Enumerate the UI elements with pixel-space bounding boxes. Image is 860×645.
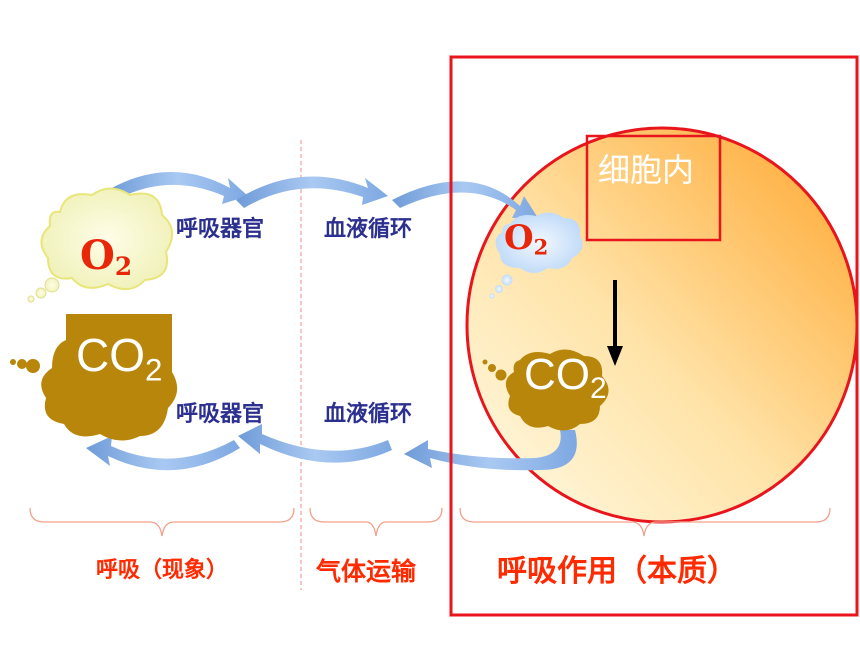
respiration-frame xyxy=(449,55,859,617)
o2-arrow-1 xyxy=(108,171,248,204)
co2-cloud-cell xyxy=(482,349,609,431)
o2-cloud-lungs xyxy=(27,187,173,303)
oxygen-path-arrows xyxy=(108,171,538,218)
o2-label-lungs: O2 xyxy=(80,232,132,281)
o2-main-text: O xyxy=(80,232,115,279)
bracket-breathing xyxy=(29,507,295,537)
lower-organ-label: 呼吸器官 xyxy=(176,402,265,427)
bracket-respiration xyxy=(459,507,831,537)
co2-subscript: 2 xyxy=(590,371,607,405)
down-arrow-icon xyxy=(607,280,623,366)
co2-main-text: CO xyxy=(76,329,145,381)
o2-label-cell: O2 xyxy=(504,218,548,259)
co2-label-lungs: CO2 xyxy=(76,328,162,388)
bracket-transport xyxy=(309,507,443,537)
o2-cloud-cell xyxy=(489,212,583,299)
upper-organ-label: 呼吸器官 xyxy=(176,217,265,242)
cell-interior-label: 细胞内 xyxy=(598,151,695,189)
caption-breathing: 呼吸（现象） xyxy=(96,558,229,583)
co2-arrow-2 xyxy=(238,424,392,463)
co2-main-text: CO xyxy=(524,350,590,399)
o2-arrow-3 xyxy=(392,181,538,218)
lower-blood-label: 血液循环 xyxy=(324,402,413,427)
o2-subscript: 2 xyxy=(533,234,549,260)
o2-arrow-2 xyxy=(236,176,388,208)
o2-main-text: O xyxy=(504,218,534,258)
co2-cloud-lungs xyxy=(10,314,178,441)
co2-subscript: 2 xyxy=(145,352,163,388)
co2-label-cell: CO2 xyxy=(524,350,607,406)
o2-subscript: 2 xyxy=(114,252,133,282)
caption-transport: 气体运输 xyxy=(316,557,417,586)
cell-label-box xyxy=(585,134,722,242)
co2-arrow-3 xyxy=(86,436,240,471)
caption-respiration: 呼吸作用（本质） xyxy=(497,554,737,589)
co2-path-arrows xyxy=(86,424,577,471)
co2-arrow-1 xyxy=(404,430,577,471)
section-brackets xyxy=(29,507,831,537)
upper-blood-label: 血液循环 xyxy=(324,217,413,242)
